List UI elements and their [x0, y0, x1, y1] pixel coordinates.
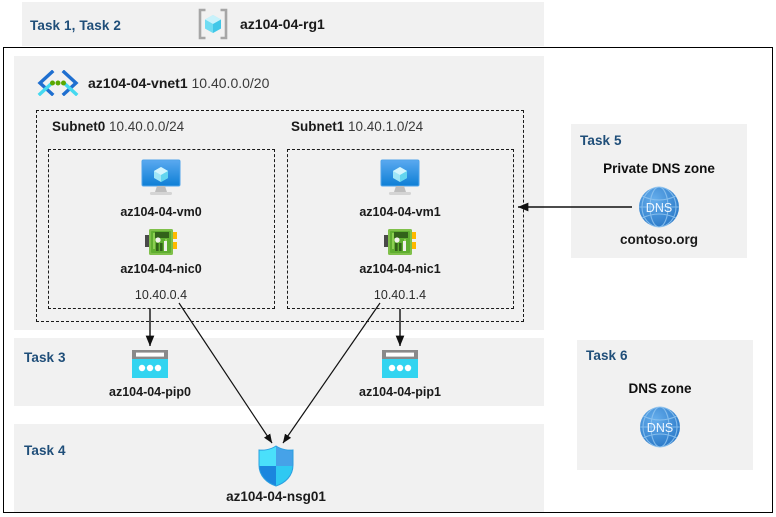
resource-group-header-panel	[22, 2, 544, 46]
network-security-group-icon	[257, 445, 295, 487]
vnet-panel	[14, 56, 544, 330]
public-ip-panel	[14, 338, 544, 406]
task-label-resource-group: Task 1, Task 2	[30, 18, 121, 33]
network-interface-icon	[145, 228, 177, 256]
nic1-ip: 10.40.1.4	[373, 288, 427, 302]
pip1-label: az104-04-pip1	[359, 385, 441, 399]
task-label-dns-zone: Task 6	[586, 348, 628, 363]
nic1-label: az104-04-nic1	[359, 262, 441, 276]
dns-zone-icon: DNS	[638, 405, 682, 449]
virtual-machine-icon	[378, 159, 422, 197]
vm0-label: az104-04-vm0	[120, 205, 202, 219]
nic0-label: az104-04-nic0	[120, 262, 202, 276]
dns-zone-panel	[577, 340, 753, 470]
public-ip-icon	[381, 349, 419, 379]
private-dns-zone-name: contoso.org	[620, 232, 698, 247]
dns-zone-heading: DNS zone	[628, 381, 692, 396]
pip0-label: az104-04-pip0	[109, 385, 191, 399]
vnet-title: az104-04-vnet1 10.40.0.0/20	[88, 75, 270, 91]
nic0-ip: 10.40.0.4	[134, 288, 188, 302]
task-label-private-dns-zone: Task 5	[580, 133, 622, 148]
subnet1-box	[287, 149, 514, 309]
network-interface-icon	[384, 228, 416, 256]
vm1-label: az104-04-vm1	[359, 205, 441, 219]
subnet0-title: Subnet0 10.40.0.0/24	[52, 119, 185, 134]
nsg-label: az104-04-nsg01	[226, 489, 326, 504]
resource-group-name: az104-04-rg1	[240, 16, 325, 32]
virtual-machine-icon	[139, 159, 183, 197]
subnet1-title: Subnet1 10.40.1.0/24	[291, 119, 424, 134]
resource-group-icon	[196, 7, 230, 41]
dns-icon-text: DNS	[646, 201, 672, 215]
subnets-container	[36, 110, 524, 322]
dns-zone-icon: DNS	[637, 185, 681, 229]
diagram-outer-border	[3, 47, 773, 513]
subnet0-box	[48, 149, 275, 309]
virtual-network-icon	[36, 69, 80, 97]
task-label-nsg: Task 4	[24, 443, 66, 458]
task-label-public-ip: Task 3	[24, 350, 66, 365]
dns-icon-text: DNS	[647, 421, 673, 435]
public-ip-icon	[131, 349, 169, 379]
private-dns-zone-heading: Private DNS zone	[603, 161, 715, 176]
